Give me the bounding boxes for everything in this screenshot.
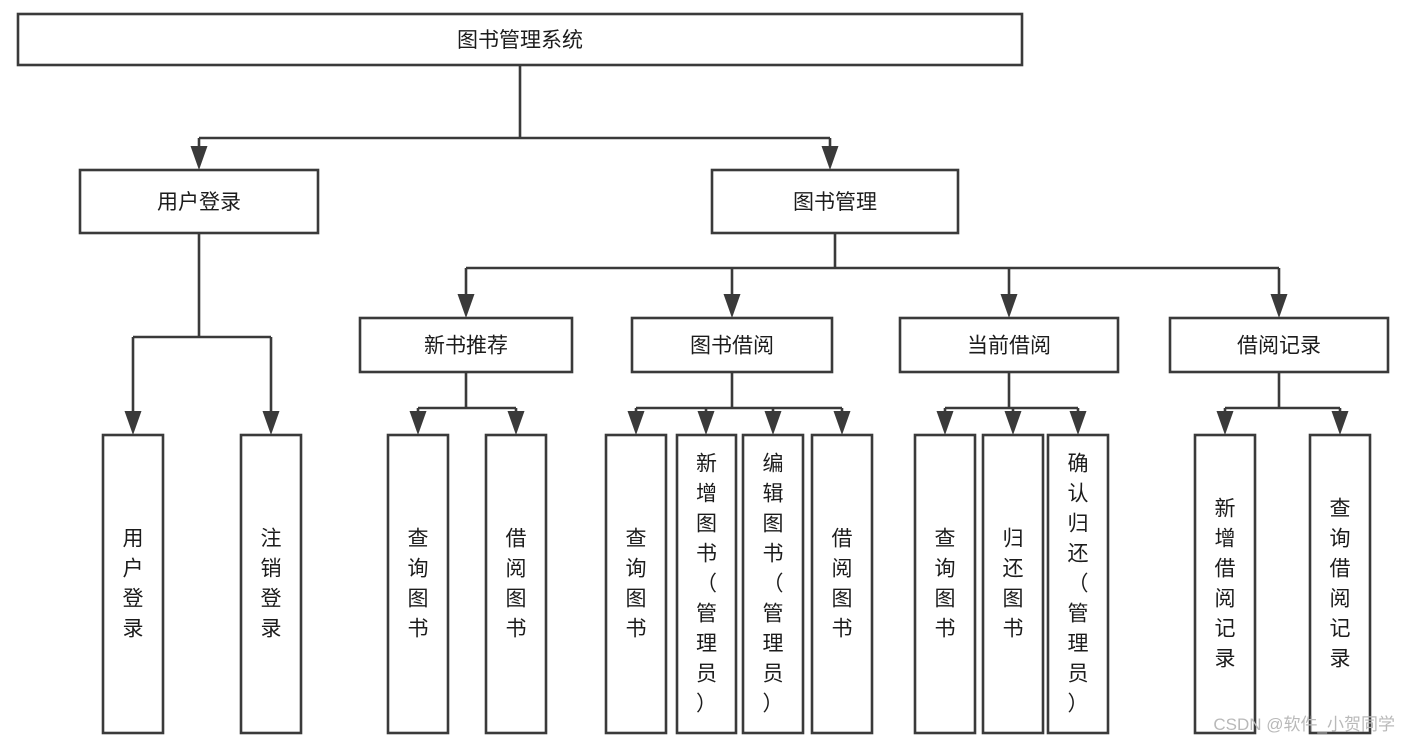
node-leaf-edit-book[interactable]: 编辑图书（管理员） — [741, 433, 805, 735]
node-root[interactable]: 图书管理系统 — [16, 12, 1024, 67]
arrow-to-leaf-add-record — [1216, 411, 1234, 435]
node-box-leaf-add-book[interactable] — [675, 433, 738, 735]
node-label-user-login: 用户登录 — [157, 191, 241, 214]
arrow-to-leaf-edit-book — [764, 411, 782, 435]
root-bus — [199, 65, 830, 140]
arrow-to-leaf-query-book-2 — [627, 411, 645, 435]
node-label-leaf-add-record: 新增借阅记录 — [1215, 498, 1236, 671]
node-label-leaf-add-book: 新增图书（管理员） — [696, 453, 717, 716]
node-leaf-add-record[interactable]: 新增借阅记录 — [1193, 433, 1257, 735]
borrow-record-bus — [1225, 372, 1340, 410]
book-borrow-bus — [636, 372, 842, 410]
node-box-book-manage[interactable] — [710, 168, 960, 235]
arrow-to-leaf-query-book-3 — [936, 411, 954, 435]
nodes-layer: 图书管理系统用户登录图书管理新书推荐图书借阅当前借阅借阅记录用户登录注销登录查询… — [16, 12, 1390, 735]
node-user-login[interactable]: 用户登录 — [78, 168, 320, 235]
node-label-root: 图书管理系统 — [457, 29, 583, 52]
arrow-to-user-login — [190, 146, 208, 170]
arrow-to-leaf-confirm-return — [1069, 411, 1087, 435]
node-box-leaf-query-book-1[interactable] — [386, 433, 450, 735]
node-leaf-query-book-2[interactable]: 查询图书 — [604, 433, 668, 735]
arrow-to-leaf-user-logout — [262, 411, 280, 435]
arrow-to-leaf-query-book-1 — [409, 411, 427, 435]
arrow-to-leaf-borrow-book-1 — [507, 411, 525, 435]
node-label-leaf-edit-book: 编辑图书（管理员） — [763, 453, 784, 716]
node-leaf-query-book-3[interactable]: 查询图书 — [913, 433, 977, 735]
node-box-leaf-user-login[interactable] — [101, 433, 165, 735]
new-book-bus — [418, 372, 516, 410]
node-leaf-borrow-book-1[interactable]: 借阅图书 — [484, 433, 548, 735]
node-label-leaf-query-book-2: 查询图书 — [626, 528, 647, 641]
current-borrow-bus — [945, 372, 1078, 410]
node-box-leaf-query-book-3[interactable] — [913, 433, 977, 735]
arrow-to-new-book-rec — [457, 294, 475, 318]
node-box-book-borrow[interactable] — [630, 316, 834, 374]
csdn-watermark: CSDN @软件_小贺同学 — [1213, 715, 1395, 734]
node-label-leaf-borrow-book-2: 借阅图书 — [832, 528, 853, 641]
node-label-current-borrow: 当前借阅 — [967, 335, 1051, 358]
node-label-leaf-user-login: 用户登录 — [123, 528, 144, 641]
node-label-book-manage: 图书管理 — [793, 191, 877, 214]
arrow-to-book-borrow — [723, 294, 741, 318]
node-book-borrow[interactable]: 图书借阅 — [630, 316, 834, 374]
arrowheads-layer — [124, 146, 1349, 435]
arrow-to-leaf-borrow-book-2 — [833, 411, 851, 435]
node-leaf-return-book[interactable]: 归还图书 — [981, 433, 1045, 735]
node-label-leaf-user-logout: 注销登录 — [261, 528, 282, 641]
node-box-leaf-return-book[interactable] — [981, 433, 1045, 735]
node-leaf-user-logout[interactable]: 注销登录 — [239, 433, 303, 735]
node-box-leaf-add-record[interactable] — [1193, 433, 1257, 735]
node-label-book-borrow: 图书借阅 — [690, 335, 774, 358]
node-box-leaf-user-logout[interactable] — [239, 433, 303, 735]
node-leaf-borrow-book-2[interactable]: 借阅图书 — [810, 433, 874, 735]
node-label-leaf-query-book-1: 查询图书 — [408, 528, 429, 641]
node-borrow-record[interactable]: 借阅记录 — [1168, 316, 1390, 374]
node-box-leaf-borrow-book-2[interactable] — [810, 433, 874, 735]
node-label-leaf-confirm-return: 确认归还（管理员） — [1068, 453, 1089, 716]
node-label-leaf-query-book-3: 查询图书 — [935, 528, 956, 641]
arrow-to-leaf-user-login — [124, 411, 142, 435]
arrow-to-current-borrow — [1000, 294, 1018, 318]
node-leaf-query-record[interactable]: 查询借阅记录 — [1308, 433, 1372, 735]
node-label-borrow-record: 借阅记录 — [1237, 335, 1321, 358]
node-leaf-confirm-return[interactable]: 确认归还（管理员） — [1046, 433, 1110, 735]
arrow-to-leaf-return-book — [1004, 411, 1022, 435]
node-box-borrow-record[interactable] — [1168, 316, 1390, 374]
node-box-current-borrow[interactable] — [898, 316, 1120, 374]
node-new-book-rec[interactable]: 新书推荐 — [358, 316, 574, 374]
node-label-leaf-borrow-book-1: 借阅图书 — [506, 528, 527, 641]
node-current-borrow[interactable]: 当前借阅 — [898, 316, 1120, 374]
node-leaf-query-book-1[interactable]: 查询图书 — [386, 433, 450, 735]
node-box-leaf-query-book-2[interactable] — [604, 433, 668, 735]
node-box-leaf-confirm-return[interactable] — [1046, 433, 1110, 735]
node-box-root[interactable] — [16, 12, 1024, 67]
arrow-to-leaf-query-record — [1331, 411, 1349, 435]
node-label-leaf-return-book: 归还图书 — [1003, 528, 1024, 641]
arrow-to-borrow-record — [1270, 294, 1288, 318]
arrow-to-book-manage — [821, 146, 839, 170]
book-manage-bus — [466, 233, 1279, 270]
node-book-manage[interactable]: 图书管理 — [710, 168, 960, 235]
node-label-new-book-rec: 新书推荐 — [424, 335, 508, 358]
node-leaf-user-login[interactable]: 用户登录 — [101, 433, 165, 735]
user-login-bus — [133, 233, 271, 339]
node-leaf-add-book[interactable]: 新增图书（管理员） — [675, 433, 738, 735]
node-box-user-login[interactable] — [78, 168, 320, 235]
node-box-leaf-borrow-book-1[interactable] — [484, 433, 548, 735]
node-label-leaf-query-record: 查询借阅记录 — [1330, 498, 1351, 671]
node-box-new-book-rec[interactable] — [358, 316, 574, 374]
node-box-leaf-edit-book[interactable] — [741, 433, 805, 735]
arrow-to-leaf-add-book — [697, 411, 715, 435]
node-box-leaf-query-record[interactable] — [1308, 433, 1372, 735]
